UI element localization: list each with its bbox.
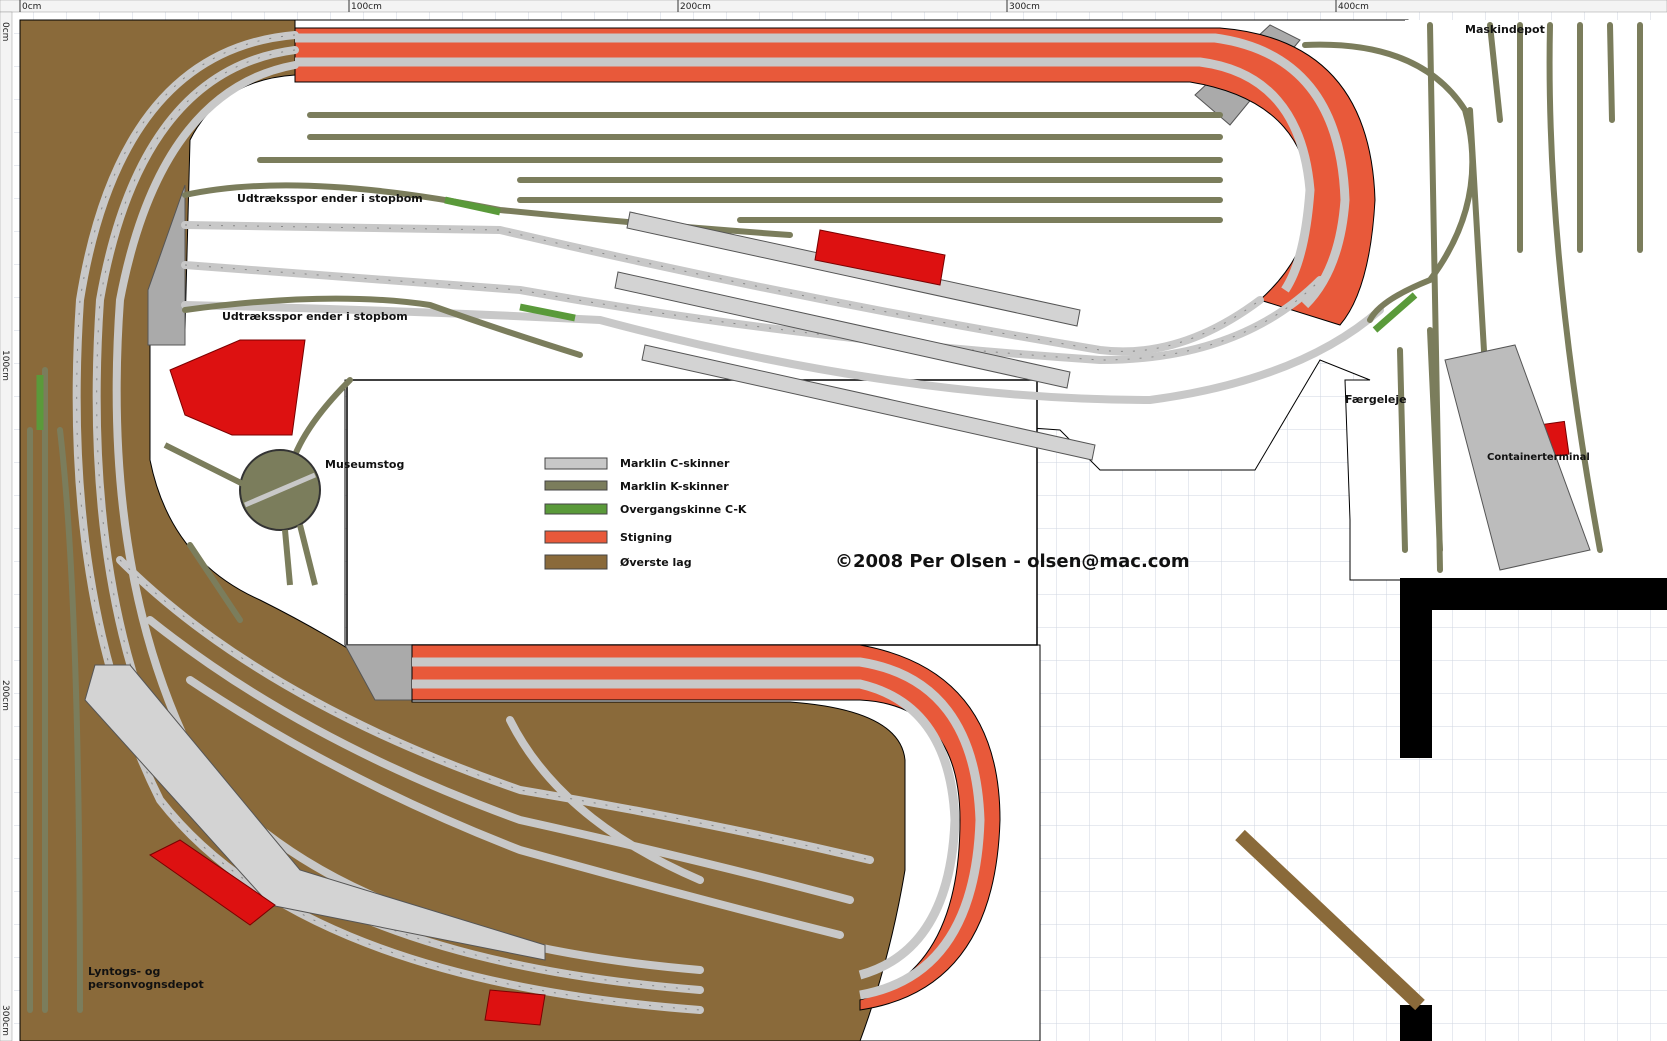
top-tick-100: 100cm bbox=[351, 2, 382, 12]
top-ruler: 0cm 100cm 200cm 300cm 400cm bbox=[0, 0, 1667, 13]
turntable bbox=[163, 442, 321, 586]
legend-label-top-layer: Øverste lag bbox=[620, 556, 692, 569]
copyright: ©2008 Per Olsen - olsen@mac.com bbox=[835, 551, 1190, 572]
top-tick-200: 200cm bbox=[680, 2, 711, 12]
depot-building-1 bbox=[149, 839, 276, 926]
plank bbox=[1235, 829, 1425, 1011]
legend-swatch-top-layer bbox=[544, 554, 608, 570]
legend-swatch-c-track bbox=[544, 457, 608, 470]
containerterminal-base bbox=[1444, 344, 1591, 571]
label-faergeleje: Færgeleje bbox=[1345, 393, 1407, 406]
grade-lower bbox=[411, 644, 1001, 1011]
left-tick-200: 200cm bbox=[0, 680, 10, 711]
walls bbox=[1400, 578, 1667, 1041]
label-lyntogs-line1: Lyntogs- og bbox=[88, 965, 160, 978]
label-lyntogs-line2: personvognsdepot bbox=[88, 978, 204, 991]
left-tick-300: 300cm bbox=[0, 1005, 10, 1036]
transition-tracks bbox=[36, 196, 1418, 430]
left-ruler: 0cm 100cm 200cm 300cm bbox=[0, 11, 13, 1041]
c-track-ties bbox=[76, 34, 1321, 1011]
legend-swatch-grade bbox=[544, 530, 608, 544]
depot-building-2 bbox=[484, 989, 546, 1026]
label-udtraek-top: Udtræksspor ender i stopbom bbox=[237, 192, 423, 205]
legend-label-grade: Stigning bbox=[620, 531, 672, 544]
label-maskindepot: Maskindepot bbox=[1465, 23, 1545, 36]
top-layer-area bbox=[19, 19, 906, 1041]
legend-label-c-track: Marklin C-skinner bbox=[620, 457, 730, 470]
top-tick-0: 0cm bbox=[22, 2, 41, 12]
ramp-left bbox=[147, 184, 186, 346]
inner-board-outline bbox=[346, 379, 1038, 646]
legend-swatch-k-track bbox=[544, 480, 608, 491]
station-building bbox=[814, 229, 946, 286]
top-tick-400: 400cm bbox=[1338, 2, 1369, 12]
platforms bbox=[84, 211, 1096, 961]
label-museumstog: Museumstog bbox=[325, 458, 404, 471]
grade-upper bbox=[294, 27, 1376, 326]
left-tick-0: 0cm bbox=[0, 22, 10, 41]
label-udtraek-mid: Udtræksspor ender i stopbom bbox=[222, 310, 408, 323]
label-containerterminal: Containerterminal bbox=[1487, 452, 1590, 463]
legend: Marklin C-skinner Marklin K-skinner Over… bbox=[544, 457, 747, 570]
top-tick-300: 300cm bbox=[1009, 2, 1040, 12]
legend-label-k-track: Marklin K-skinner bbox=[620, 480, 729, 493]
loco-shed bbox=[169, 339, 306, 436]
legend-label-transition: Overgangskinne C-K bbox=[620, 503, 747, 516]
legend-swatch-transition bbox=[544, 503, 608, 515]
left-tick-100: 100cm bbox=[0, 350, 10, 381]
